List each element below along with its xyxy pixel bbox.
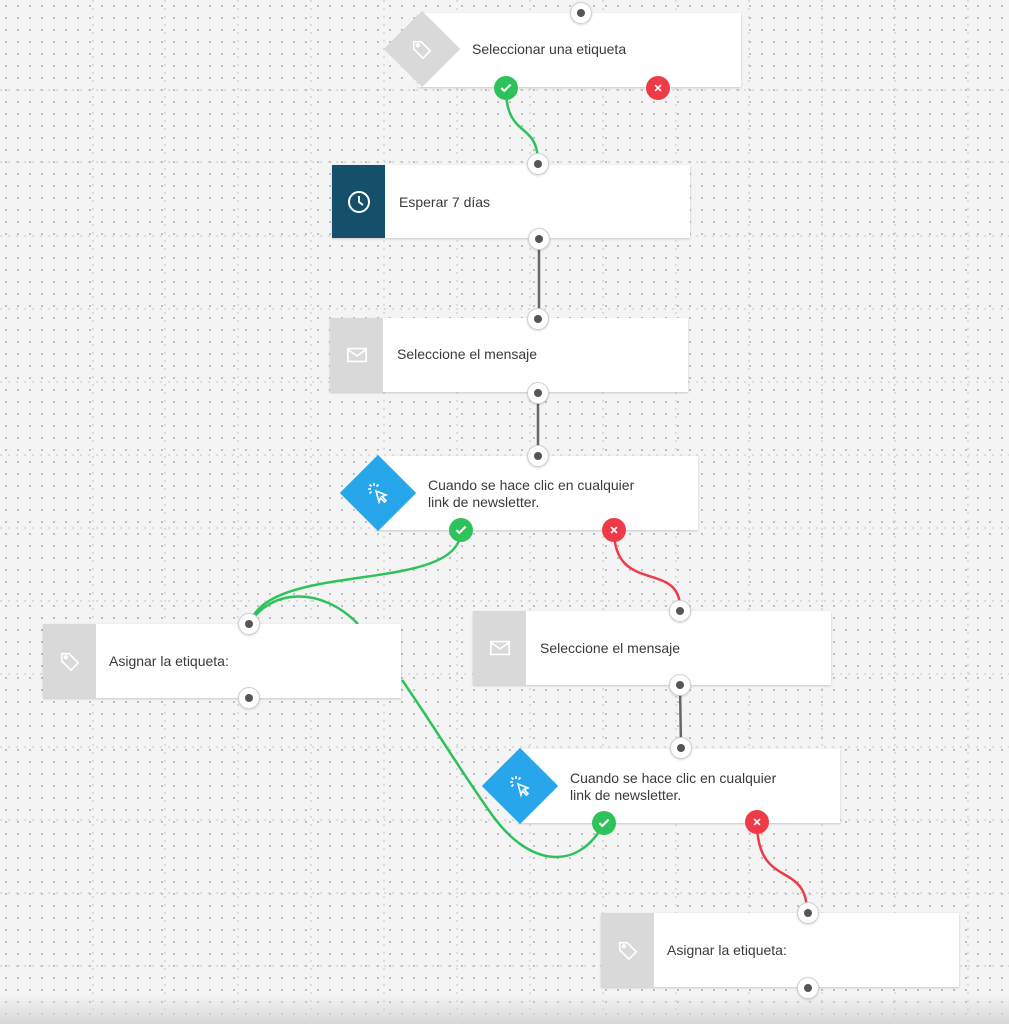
message-step-2-icon-box: [473, 611, 526, 685]
wait-step-output-port[interactable]: [528, 228, 550, 250]
cursor-click-icon: [493, 759, 547, 813]
no-badge[interactable]: [745, 810, 769, 834]
click-condition-2-label-line2: link de newsletter.: [570, 787, 682, 803]
click-condition-1-card[interactable]: Cuando se hace clic en cualquier link de…: [375, 456, 698, 530]
envelope-icon: [489, 640, 510, 656]
message-step-1-output-port[interactable]: [527, 382, 549, 404]
assign-tag-2-input-port[interactable]: [797, 902, 819, 924]
assign-tag-2-label: Asignar la etiqueta:: [667, 942, 787, 958]
message-step-1-input-port[interactable]: [527, 308, 549, 330]
yes-badge[interactable]: [592, 811, 616, 835]
wait-step-icon-box: [332, 165, 385, 238]
envelope-icon: [346, 347, 367, 363]
tag-condition-input-port[interactable]: [570, 2, 592, 24]
message-step-2-label: Seleccione el mensaje: [540, 640, 681, 656]
click-condition-1-label-line1: Cuando se hace clic en cualquier: [428, 477, 635, 493]
message-step-2-output-port[interactable]: [669, 674, 691, 696]
message-step-1-card[interactable]: Seleccione el mensaje: [330, 318, 688, 392]
assign-tag-1-icon-box: [43, 624, 96, 698]
no-badge[interactable]: [646, 76, 670, 100]
cursor-click-icon: [351, 466, 405, 520]
wait-step-card[interactable]: Esperar 7 días: [332, 165, 690, 238]
tag-condition-label: Seleccionar una etiqueta: [472, 41, 627, 57]
wait-step-input-port[interactable]: [527, 153, 549, 175]
assign-tag-1-card[interactable]: Asignar la etiqueta:: [43, 624, 401, 698]
click-condition-2-input-port[interactable]: [670, 737, 692, 759]
message-step-1-label: Seleccione el mensaje: [397, 346, 538, 362]
message-step-2-card[interactable]: Seleccione el mensaje: [473, 611, 831, 685]
yes-badge[interactable]: [449, 518, 473, 542]
click-condition-1-input-port[interactable]: [527, 445, 549, 467]
wait-step-label: Esperar 7 días: [399, 194, 491, 210]
assign-tag-2-output-port[interactable]: [797, 977, 819, 999]
no-connector-click1-to-message2[interactable]: [612, 529, 682, 609]
tag-icon: [60, 652, 79, 672]
assign-tag-1-label: Asignar la etiqueta:: [109, 653, 229, 669]
click-condition-2-label-line1: Cuando se hace clic en cualquier: [570, 770, 777, 786]
no-connector-click2-to-assign2[interactable]: [755, 821, 809, 913]
yes-connector-tag-to-wait[interactable]: [504, 87, 540, 164]
yes-connector-click1-to-assign1[interactable]: [248, 529, 463, 624]
assign-tag-2-icon-box: [601, 913, 654, 987]
clock-icon: [347, 190, 370, 213]
tag-icon: [395, 22, 449, 76]
tag-icon: [618, 941, 637, 961]
message-step-2-input-port[interactable]: [669, 600, 691, 622]
assign-tag-2-card[interactable]: Asignar la etiqueta:: [601, 913, 959, 987]
yes-badge[interactable]: [494, 76, 518, 100]
assign-tag-1-output-port[interactable]: [238, 687, 260, 709]
click-condition-1-label-line2: link de newsletter.: [428, 494, 540, 510]
assign-tag-1-input-port[interactable]: [238, 613, 260, 635]
click-condition-2-card[interactable]: Cuando se hace clic en cualquier link de…: [517, 749, 840, 823]
no-badge[interactable]: [602, 518, 626, 542]
tag-condition-card[interactable]: Seleccionar una etiqueta: [418, 13, 741, 87]
message-step-1-icon-box: [330, 318, 383, 392]
canvas-bottom-edge: [0, 994, 1009, 1024]
